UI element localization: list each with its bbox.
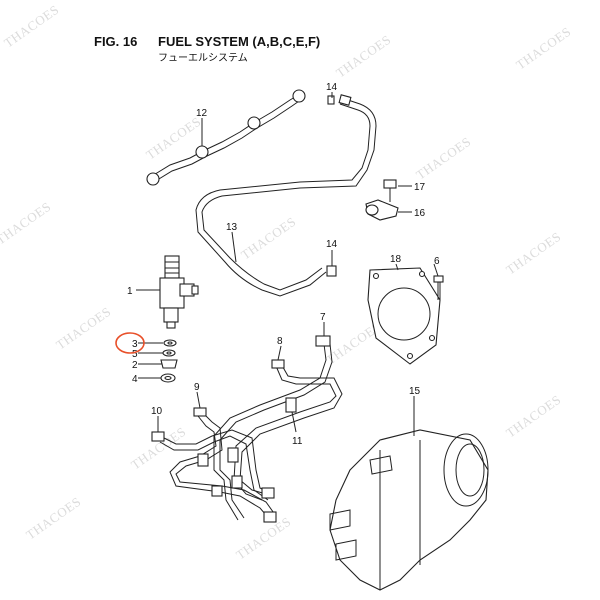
watermark-layer: THACOES THACOES THACOES THACOES THACOES … (0, 2, 574, 578)
hose-clamp-14 (326, 265, 337, 277)
callout-18: 18 (390, 254, 402, 265)
watermark: THACOES (413, 134, 474, 183)
hose-clip-14-top (195, 94, 377, 297)
watermark: THACOES (233, 514, 294, 563)
return-pipe-12 (146, 89, 306, 186)
callout-10: 10 (151, 406, 163, 417)
callout-12: 12 (196, 108, 208, 119)
watermark: THACOES (53, 304, 114, 353)
callout-numbers: 1 3 5 2 4 6 7 8 9 10 11 12 13 14 14 15 1… (127, 82, 440, 447)
gasket-18 (367, 267, 441, 365)
callout-9: 9 (194, 382, 200, 393)
callout-1: 1 (127, 286, 133, 297)
leader-lines (136, 92, 439, 436)
figure-number: FIG. 16 (94, 34, 138, 49)
callout-6: 6 (434, 256, 440, 267)
watermark: THACOES (238, 214, 299, 263)
figure-subtitle: フューエルシステム (158, 53, 248, 64)
watermark: THACOES (23, 494, 84, 543)
callout-7: 7 (320, 312, 326, 323)
figure-title: FUEL SYSTEM (A,B,C,E,F) (158, 34, 321, 49)
watermark: THACOES (333, 32, 394, 81)
watermark: THACOES (1, 2, 62, 51)
callout-17: 17 (414, 182, 426, 193)
callout-4: 4 (132, 374, 138, 385)
callout-5: 5 (132, 349, 138, 360)
callout-14-lower: 14 (326, 239, 338, 250)
bolt-6 (433, 275, 444, 300)
callout-3: 3 (132, 339, 138, 350)
injection-pipes-7-11 (151, 335, 343, 523)
callout-14-top: 14 (326, 82, 338, 93)
callout-15: 15 (409, 386, 421, 397)
highlight-ring-callout-3 (115, 332, 145, 354)
watermark: THACOES (503, 392, 564, 441)
injector-1 (159, 255, 199, 329)
watermark: THACOES (503, 229, 564, 278)
watermark: THACOES (0, 199, 54, 248)
callout-2: 2 (132, 360, 138, 371)
injection-pump-15 (329, 429, 489, 591)
bracket-16-bolt-17 (365, 179, 399, 221)
washers-2-3-4-5 (160, 339, 178, 383)
watermark: THACOES (513, 24, 574, 73)
callout-11: 11 (292, 436, 303, 447)
callout-8: 8 (277, 336, 283, 347)
callout-13: 13 (226, 222, 238, 233)
callout-16: 16 (414, 208, 426, 219)
